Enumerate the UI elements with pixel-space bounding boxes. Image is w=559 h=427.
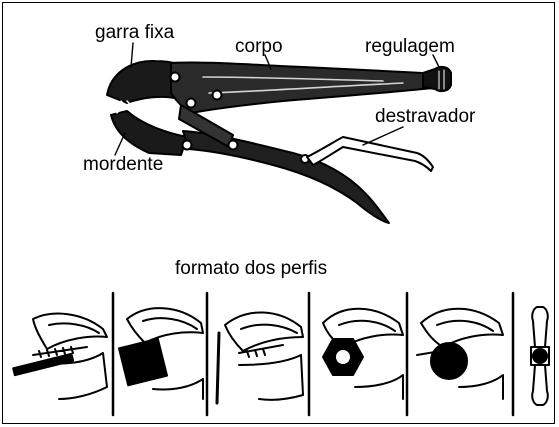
label-body: corpo xyxy=(235,37,283,56)
upper-jaw-inner xyxy=(437,321,493,331)
profile-square-bar xyxy=(119,308,203,399)
label-fixed-jaw: garra fixa xyxy=(95,23,174,42)
profile-panels xyxy=(13,293,549,415)
upper-jaw-inner xyxy=(241,325,297,333)
rivet-3 xyxy=(213,91,222,100)
lower-jaw-outline xyxy=(153,379,203,399)
jaw-shape xyxy=(111,111,187,155)
label-jaw: mordente xyxy=(83,155,163,174)
side-view-lower xyxy=(532,365,548,405)
lower-jaw-outline xyxy=(239,355,303,400)
thin-sheet-shape xyxy=(217,333,219,403)
label-release: destravador xyxy=(375,107,475,126)
hex-nut-hole xyxy=(335,349,351,365)
jaw-teeth-3 xyxy=(239,345,283,357)
profile-thin-sheet xyxy=(217,312,303,403)
rivet-2 xyxy=(187,99,196,108)
profile-round-bar xyxy=(417,309,503,399)
square-bar-shape xyxy=(119,339,167,386)
profile-hex-nut xyxy=(323,309,403,399)
lower-jaw-outline xyxy=(355,375,403,399)
figure-frame: garra fixa corpo regulagem destravador m… xyxy=(2,2,555,424)
adjustment-screw-shape xyxy=(423,67,451,91)
diagram-drawing xyxy=(3,3,556,425)
leader-jaw xyxy=(115,133,125,155)
side-view-rod xyxy=(533,349,547,363)
upper-jaw-inner xyxy=(143,318,197,329)
round-bar-shape xyxy=(431,343,467,379)
jaw-teeth-1 xyxy=(33,347,87,357)
upper-jaw-inner xyxy=(339,321,395,331)
upper-jaw-outline xyxy=(421,309,503,347)
label-adjustment: regulagem xyxy=(365,37,455,56)
upper-jaw-outline xyxy=(225,312,303,351)
locking-pliers-illustration xyxy=(107,43,451,223)
profiles-title: formato dos perfis xyxy=(175,259,327,278)
profile-flat-bar xyxy=(13,314,107,399)
rivet-4 xyxy=(183,141,192,150)
upper-jaw-inner xyxy=(49,323,99,333)
profile-side-view xyxy=(531,307,549,405)
rivet-1 xyxy=(171,73,180,82)
leader-release xyxy=(363,127,403,145)
side-view-upper xyxy=(532,307,548,347)
rivet-5 xyxy=(229,141,238,150)
lower-jaw-outline xyxy=(459,375,503,399)
